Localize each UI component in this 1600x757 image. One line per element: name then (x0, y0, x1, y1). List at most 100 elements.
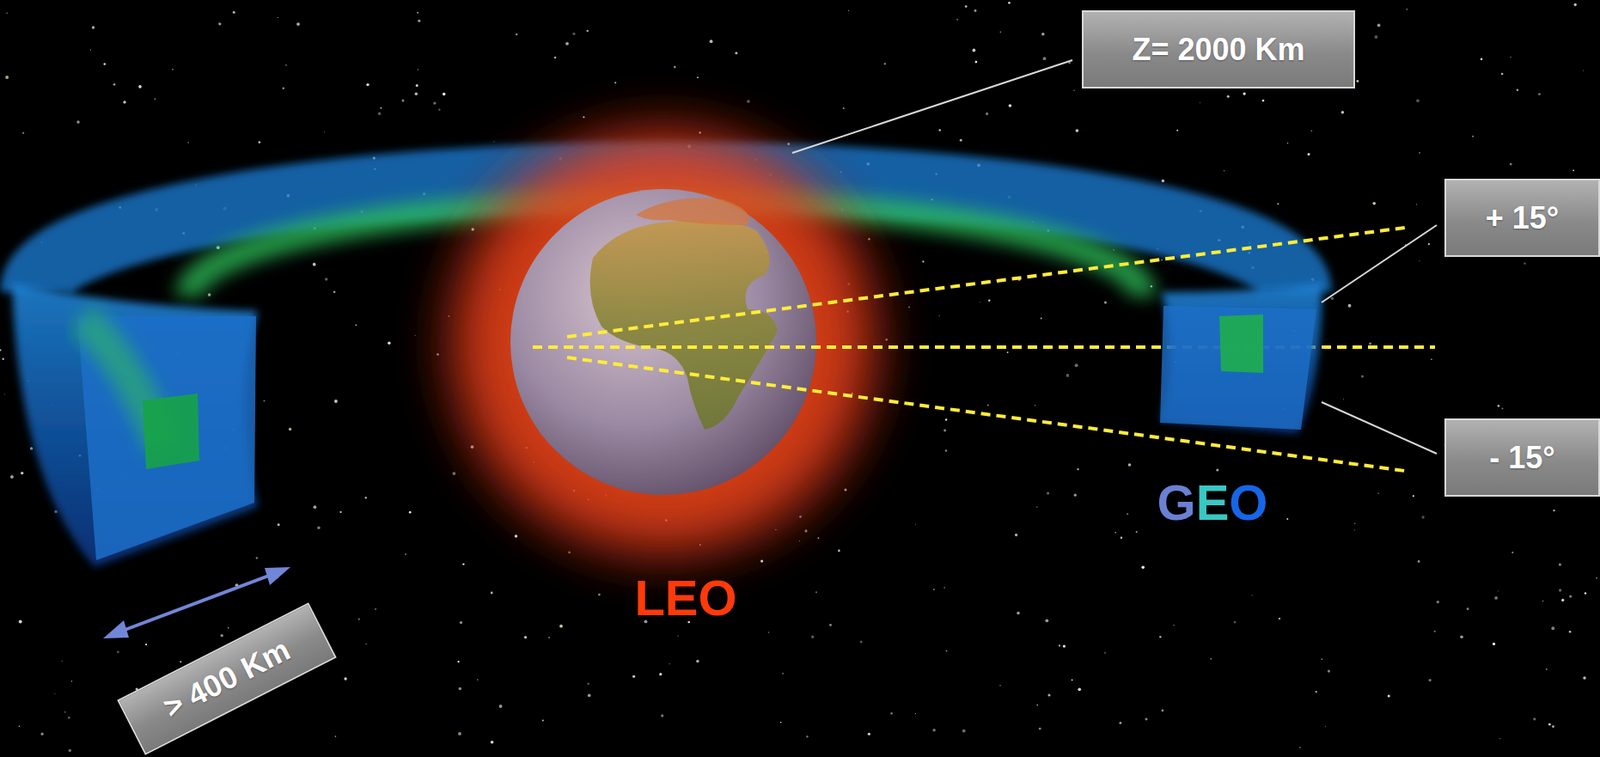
star (366, 83, 369, 86)
star (932, 728, 935, 732)
star (1251, 594, 1253, 596)
star (18, 620, 23, 624)
star (1551, 725, 1555, 728)
star (1430, 358, 1433, 361)
star (1429, 678, 1432, 682)
star (1497, 404, 1501, 408)
star (939, 315, 941, 317)
star (433, 101, 436, 104)
star (1343, 398, 1344, 400)
star (1561, 598, 1564, 602)
star (18, 726, 20, 727)
star (258, 140, 262, 144)
star (1348, 304, 1352, 308)
star (218, 22, 221, 25)
star (1176, 129, 1179, 132)
star (1502, 407, 1504, 410)
callout-box: - 15° (1444, 418, 1600, 497)
star (179, 660, 182, 663)
star (1287, 142, 1289, 144)
star (285, 64, 288, 67)
star (660, 714, 664, 717)
star (1242, 91, 1246, 95)
star (554, 56, 556, 59)
star (227, 627, 230, 630)
star (1311, 129, 1313, 131)
star (1325, 726, 1326, 727)
star (4, 393, 6, 395)
star (1584, 592, 1587, 594)
star (1355, 79, 1359, 83)
star (415, 335, 416, 336)
star (632, 675, 636, 678)
star (1135, 531, 1138, 533)
star (457, 660, 459, 663)
star (207, 293, 212, 297)
star (939, 128, 941, 131)
star (1126, 512, 1129, 515)
star (416, 12, 419, 14)
star (1545, 668, 1548, 671)
star (943, 428, 947, 432)
star (68, 749, 72, 752)
star (1572, 169, 1575, 171)
star (277, 17, 279, 19)
star (1428, 243, 1430, 245)
star (1, 358, 4, 361)
star (988, 299, 990, 302)
star (945, 418, 947, 421)
star (1551, 626, 1555, 630)
geo-cut-right (1160, 305, 1317, 430)
star (365, 496, 367, 499)
star (659, 672, 662, 676)
region-label: LEO (634, 568, 737, 627)
star (1233, 621, 1237, 624)
star (559, 624, 563, 629)
leo-region (418, 97, 909, 587)
star (378, 112, 381, 116)
star (1511, 551, 1514, 554)
star (811, 635, 814, 639)
star (1160, 259, 1162, 261)
earth-shade (510, 189, 817, 495)
star (288, 427, 292, 431)
star (459, 621, 463, 624)
star (232, 11, 236, 14)
star (1118, 721, 1122, 725)
star (145, 643, 147, 646)
star (598, 593, 601, 597)
star (1036, 506, 1038, 507)
star (1354, 523, 1356, 525)
star (1501, 73, 1504, 76)
star (515, 33, 519, 37)
star (71, 680, 73, 682)
star (1418, 260, 1420, 262)
star (116, 650, 120, 654)
star (64, 711, 66, 713)
star (524, 635, 527, 639)
star (677, 635, 678, 637)
geo-cell-right (1219, 314, 1264, 373)
star (1569, 630, 1571, 633)
star (1066, 373, 1070, 378)
star (1569, 594, 1572, 598)
star (943, 586, 946, 589)
star (1582, 69, 1584, 71)
star (1161, 709, 1165, 713)
star (1341, 110, 1344, 114)
star (415, 91, 418, 95)
star (499, 704, 503, 709)
star (1361, 375, 1364, 379)
star (696, 659, 699, 663)
star (837, 549, 841, 553)
star (1595, 577, 1598, 580)
star (1047, 693, 1051, 697)
star (1076, 468, 1079, 471)
star (409, 511, 412, 514)
star (1377, 24, 1381, 28)
star (1574, 3, 1577, 7)
star (933, 588, 935, 591)
star (1276, 202, 1279, 205)
star (54, 510, 57, 513)
star (122, 100, 126, 104)
